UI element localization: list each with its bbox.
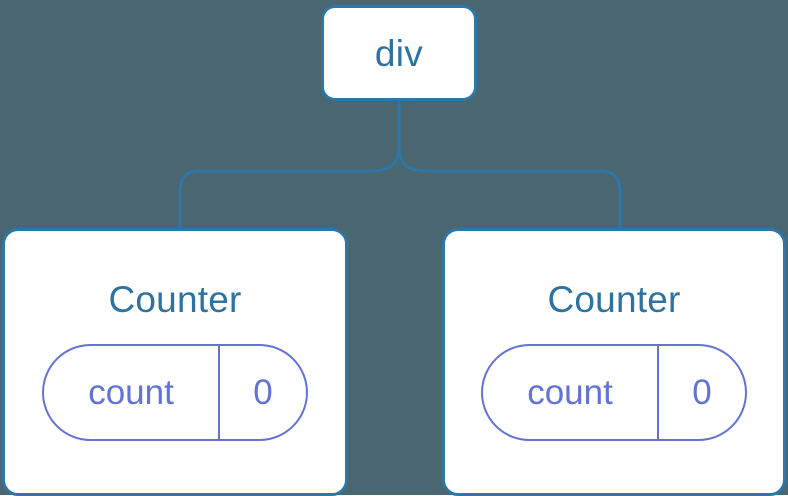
node-div[interactable]: div [321, 5, 477, 101]
node-counter-right[interactable]: Counter count 0 [442, 228, 786, 496]
connector-root-to-children [178, 98, 622, 231]
state-pill-left-value: 0 [218, 346, 306, 439]
node-div-label: div [374, 32, 424, 74]
node-counter-left-title: Counter [108, 279, 242, 320]
state-pill-right-key: count [527, 373, 613, 412]
state-pill-left[interactable]: count 0 [42, 344, 308, 441]
node-counter-left[interactable]: Counter count 0 [2, 228, 348, 496]
state-pill-right[interactable]: count 0 [481, 344, 747, 441]
state-pill-right-value: 0 [657, 346, 745, 439]
node-counter-right-title: Counter [547, 279, 681, 320]
state-pill-left-key: count [88, 373, 174, 412]
